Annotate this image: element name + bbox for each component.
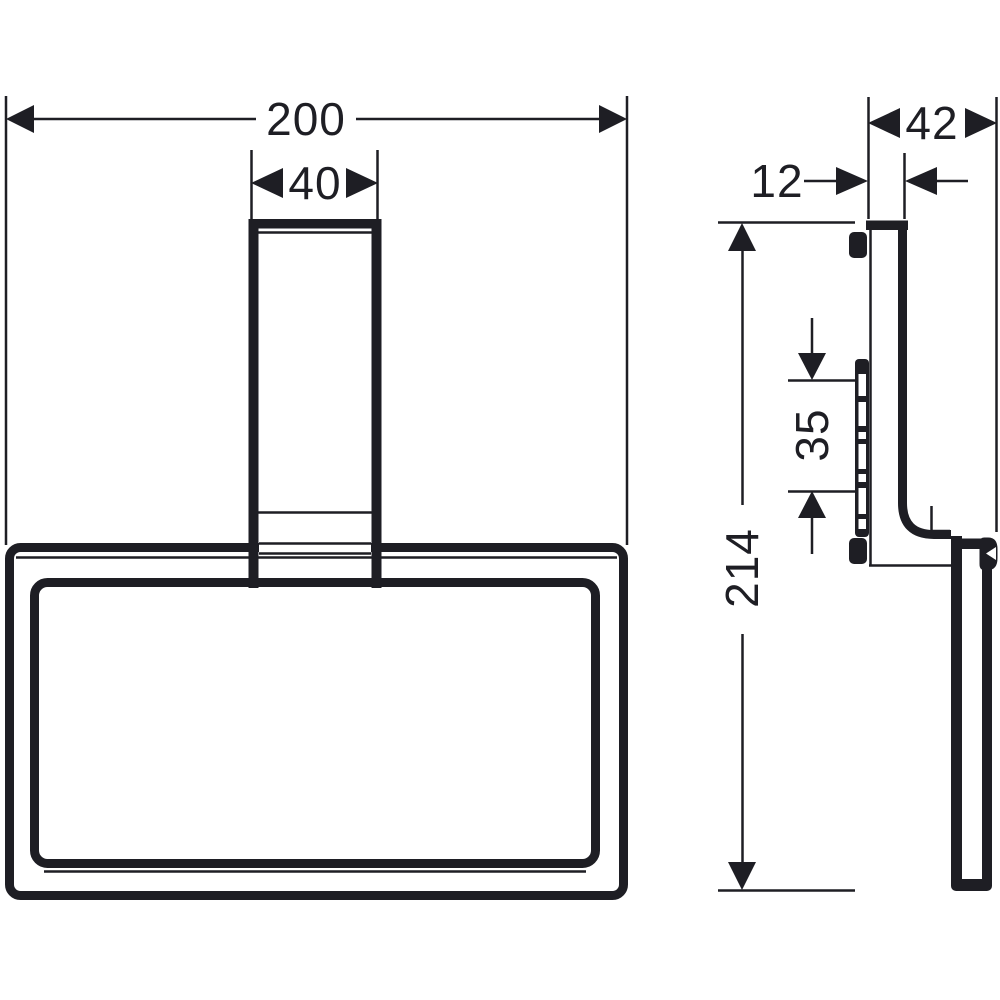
dimension-overall-height: 214 [716, 221, 855, 892]
arrow-right-icon [836, 167, 868, 195]
stem-left-edge [248, 228, 259, 588]
dimension-overall-width: 200 [4, 93, 629, 545]
rail-slot [858, 474, 866, 482]
ring-frame [5, 543, 628, 900]
mounting-tabs [849, 232, 867, 564]
dimension-plate-depth: 12 [750, 153, 968, 219]
dimension-overall-depth: 42 [867, 97, 998, 532]
arrow-up-icon [798, 491, 826, 518]
bar-back-wall [951, 536, 962, 886]
dimension-stem-width: 40 [250, 150, 379, 219]
wall-plate-profile [866, 220, 951, 567]
rail-slot [858, 432, 866, 439]
dimension-label-214: 214 [716, 528, 768, 608]
arrow-left-icon [251, 168, 283, 198]
mounting-tab-bottom [849, 538, 867, 564]
dimension-label-12: 12 [750, 155, 803, 207]
bar-front-wall [982, 566, 992, 886]
stem-top-cap [248, 219, 382, 229]
dimension-label-35: 35 [786, 408, 838, 461]
ring-frame-opening-outline [30, 578, 600, 868]
stem-right-edge [371, 228, 382, 588]
front-view: 200 40 [4, 93, 629, 900]
side-view: 42 12 214 35 [716, 97, 998, 892]
rail-slot [858, 402, 866, 426]
mounting-stem [248, 219, 382, 588]
bar-cap-notch [986, 547, 996, 560]
plate-front-face-and-arm-top [898, 229, 951, 539]
arrow-right-icon [346, 168, 378, 198]
stem-bar-overlap [259, 540, 371, 556]
arrow-up-icon [728, 223, 756, 251]
bar-top-cap [961, 538, 986, 549]
rail-slot [858, 374, 866, 396]
arm-seam-step-line [930, 506, 950, 533]
arrow-right-icon [599, 105, 627, 133]
dimension-bracket-height: 35 [786, 318, 857, 554]
arrow-down-icon [798, 353, 826, 380]
dimension-label-200: 200 [266, 93, 346, 145]
arrow-left-icon [6, 105, 34, 133]
rail-slot [858, 488, 866, 514]
arrow-left-icon [868, 108, 900, 138]
plate-top-cap [866, 220, 908, 230]
arrow-right-icon [965, 108, 997, 138]
towel-bar-profile [951, 536, 998, 891]
ring-frame-outer-outline [5, 543, 628, 900]
dimension-label-40: 40 [288, 157, 341, 209]
rail-slot [858, 519, 866, 529]
arrow-down-icon [728, 862, 756, 890]
dimension-label-42: 42 [905, 97, 958, 149]
mounting-rail [855, 359, 869, 537]
rail-slot [858, 444, 866, 469]
bar-bottom-cap [951, 879, 992, 891]
arrow-left-icon [905, 167, 937, 195]
mounting-tab-top [849, 232, 867, 258]
